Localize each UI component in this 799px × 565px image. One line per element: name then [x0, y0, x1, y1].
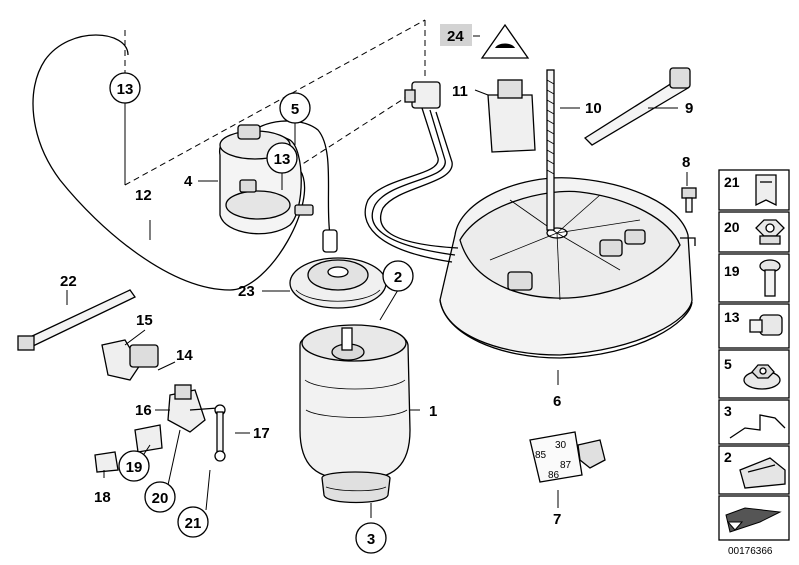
callout-8: 8: [682, 154, 690, 171]
cable-holder-icon: [739, 457, 786, 489]
callout-24-box: [440, 24, 472, 46]
relay-module: [487, 79, 536, 153]
callout-19: 19: [126, 459, 143, 476]
callout-16: 16: [135, 402, 152, 419]
callout-6: 6: [553, 393, 561, 410]
sidebar-num-13: 13: [724, 309, 740, 325]
relay-pin-87: 87: [560, 460, 572, 471]
callout-23: 23: [238, 283, 255, 300]
callout-13-lower: 13: [274, 151, 291, 168]
callout-13-upper: 13: [117, 81, 134, 98]
cable-tie-9: [583, 67, 691, 146]
pressure-reservoir: [219, 120, 338, 253]
callout-1: 1: [429, 403, 437, 420]
callout-22: 22: [60, 273, 77, 290]
link-rod: [214, 404, 226, 462]
sidebar-num-19: 19: [724, 263, 740, 279]
cable-tie-22: [17, 289, 136, 351]
callout-11: 11: [452, 83, 468, 100]
sidebar-num-3: 3: [724, 403, 732, 419]
sidebar-num-21: 21: [724, 174, 740, 190]
harness-connector: [404, 81, 441, 109]
callout-24: 24: [447, 28, 464, 45]
rubber-mount: [289, 257, 387, 309]
callout-5: 5: [291, 101, 299, 118]
callout-7: 7: [553, 511, 561, 528]
callout-10: 10: [585, 100, 602, 117]
arrow-wedge-icon: [725, 507, 782, 533]
callout-15: 15: [136, 312, 153, 329]
callout-20: 20: [152, 490, 169, 507]
callout-21: 21: [185, 515, 202, 532]
callout-2: 2: [394, 269, 402, 286]
callout-3: 3: [367, 531, 375, 548]
sidebar-num-5: 5: [724, 356, 732, 372]
callout-17: 17: [253, 425, 270, 442]
spring-clip-icon: [755, 174, 777, 207]
small-parts-sidebar: 21 20 19 13 5: [718, 169, 790, 557]
flange-nut-icon: [743, 364, 781, 390]
pipe-connector-icon: [749, 314, 783, 336]
hex-bolt-8: [681, 187, 697, 213]
threaded-rod: [546, 69, 555, 231]
relay-socket: 30 85 87 86: [529, 431, 606, 483]
callout-18: 18: [94, 489, 111, 506]
sidebar-num-2: 2: [724, 449, 732, 465]
air-line-hose: [32, 34, 306, 291]
warning-triangle-icon: [480, 23, 530, 59]
air-spring: [299, 324, 411, 504]
hex-collar-nut-icon: [755, 219, 785, 245]
sidebar-num-20: 20: [724, 219, 740, 235]
relay-pin-30: 30: [555, 440, 567, 451]
wiring-harness: [371, 109, 456, 256]
relay-pin-85: 85: [535, 450, 547, 461]
sensor-bracket: [167, 384, 219, 433]
document-id: 00176366: [728, 546, 773, 557]
sidebar-cell-21: [718, 169, 790, 211]
callout-4: 4: [184, 173, 193, 190]
circled-callouts: 13 5 13 2 3 19 20 21: [109, 72, 414, 554]
callout-14: 14: [176, 347, 193, 364]
mounting-plate: [94, 424, 163, 473]
level-sensor: [101, 339, 159, 381]
hex-bolt-icon: [759, 259, 781, 297]
wire-clip-icon: [729, 414, 786, 439]
leader-lines: [66, 35, 688, 518]
sidebar-cell-3: [718, 399, 790, 445]
callout-labels: 1 4 6 7 8 9 10 11 12 14 15 16 17 18 22 2…: [60, 28, 693, 528]
relay-pin-86: 86: [548, 470, 560, 481]
callout-12: 12: [135, 187, 152, 204]
compressor-housing: [439, 177, 696, 359]
callout-9: 9: [685, 100, 693, 117]
